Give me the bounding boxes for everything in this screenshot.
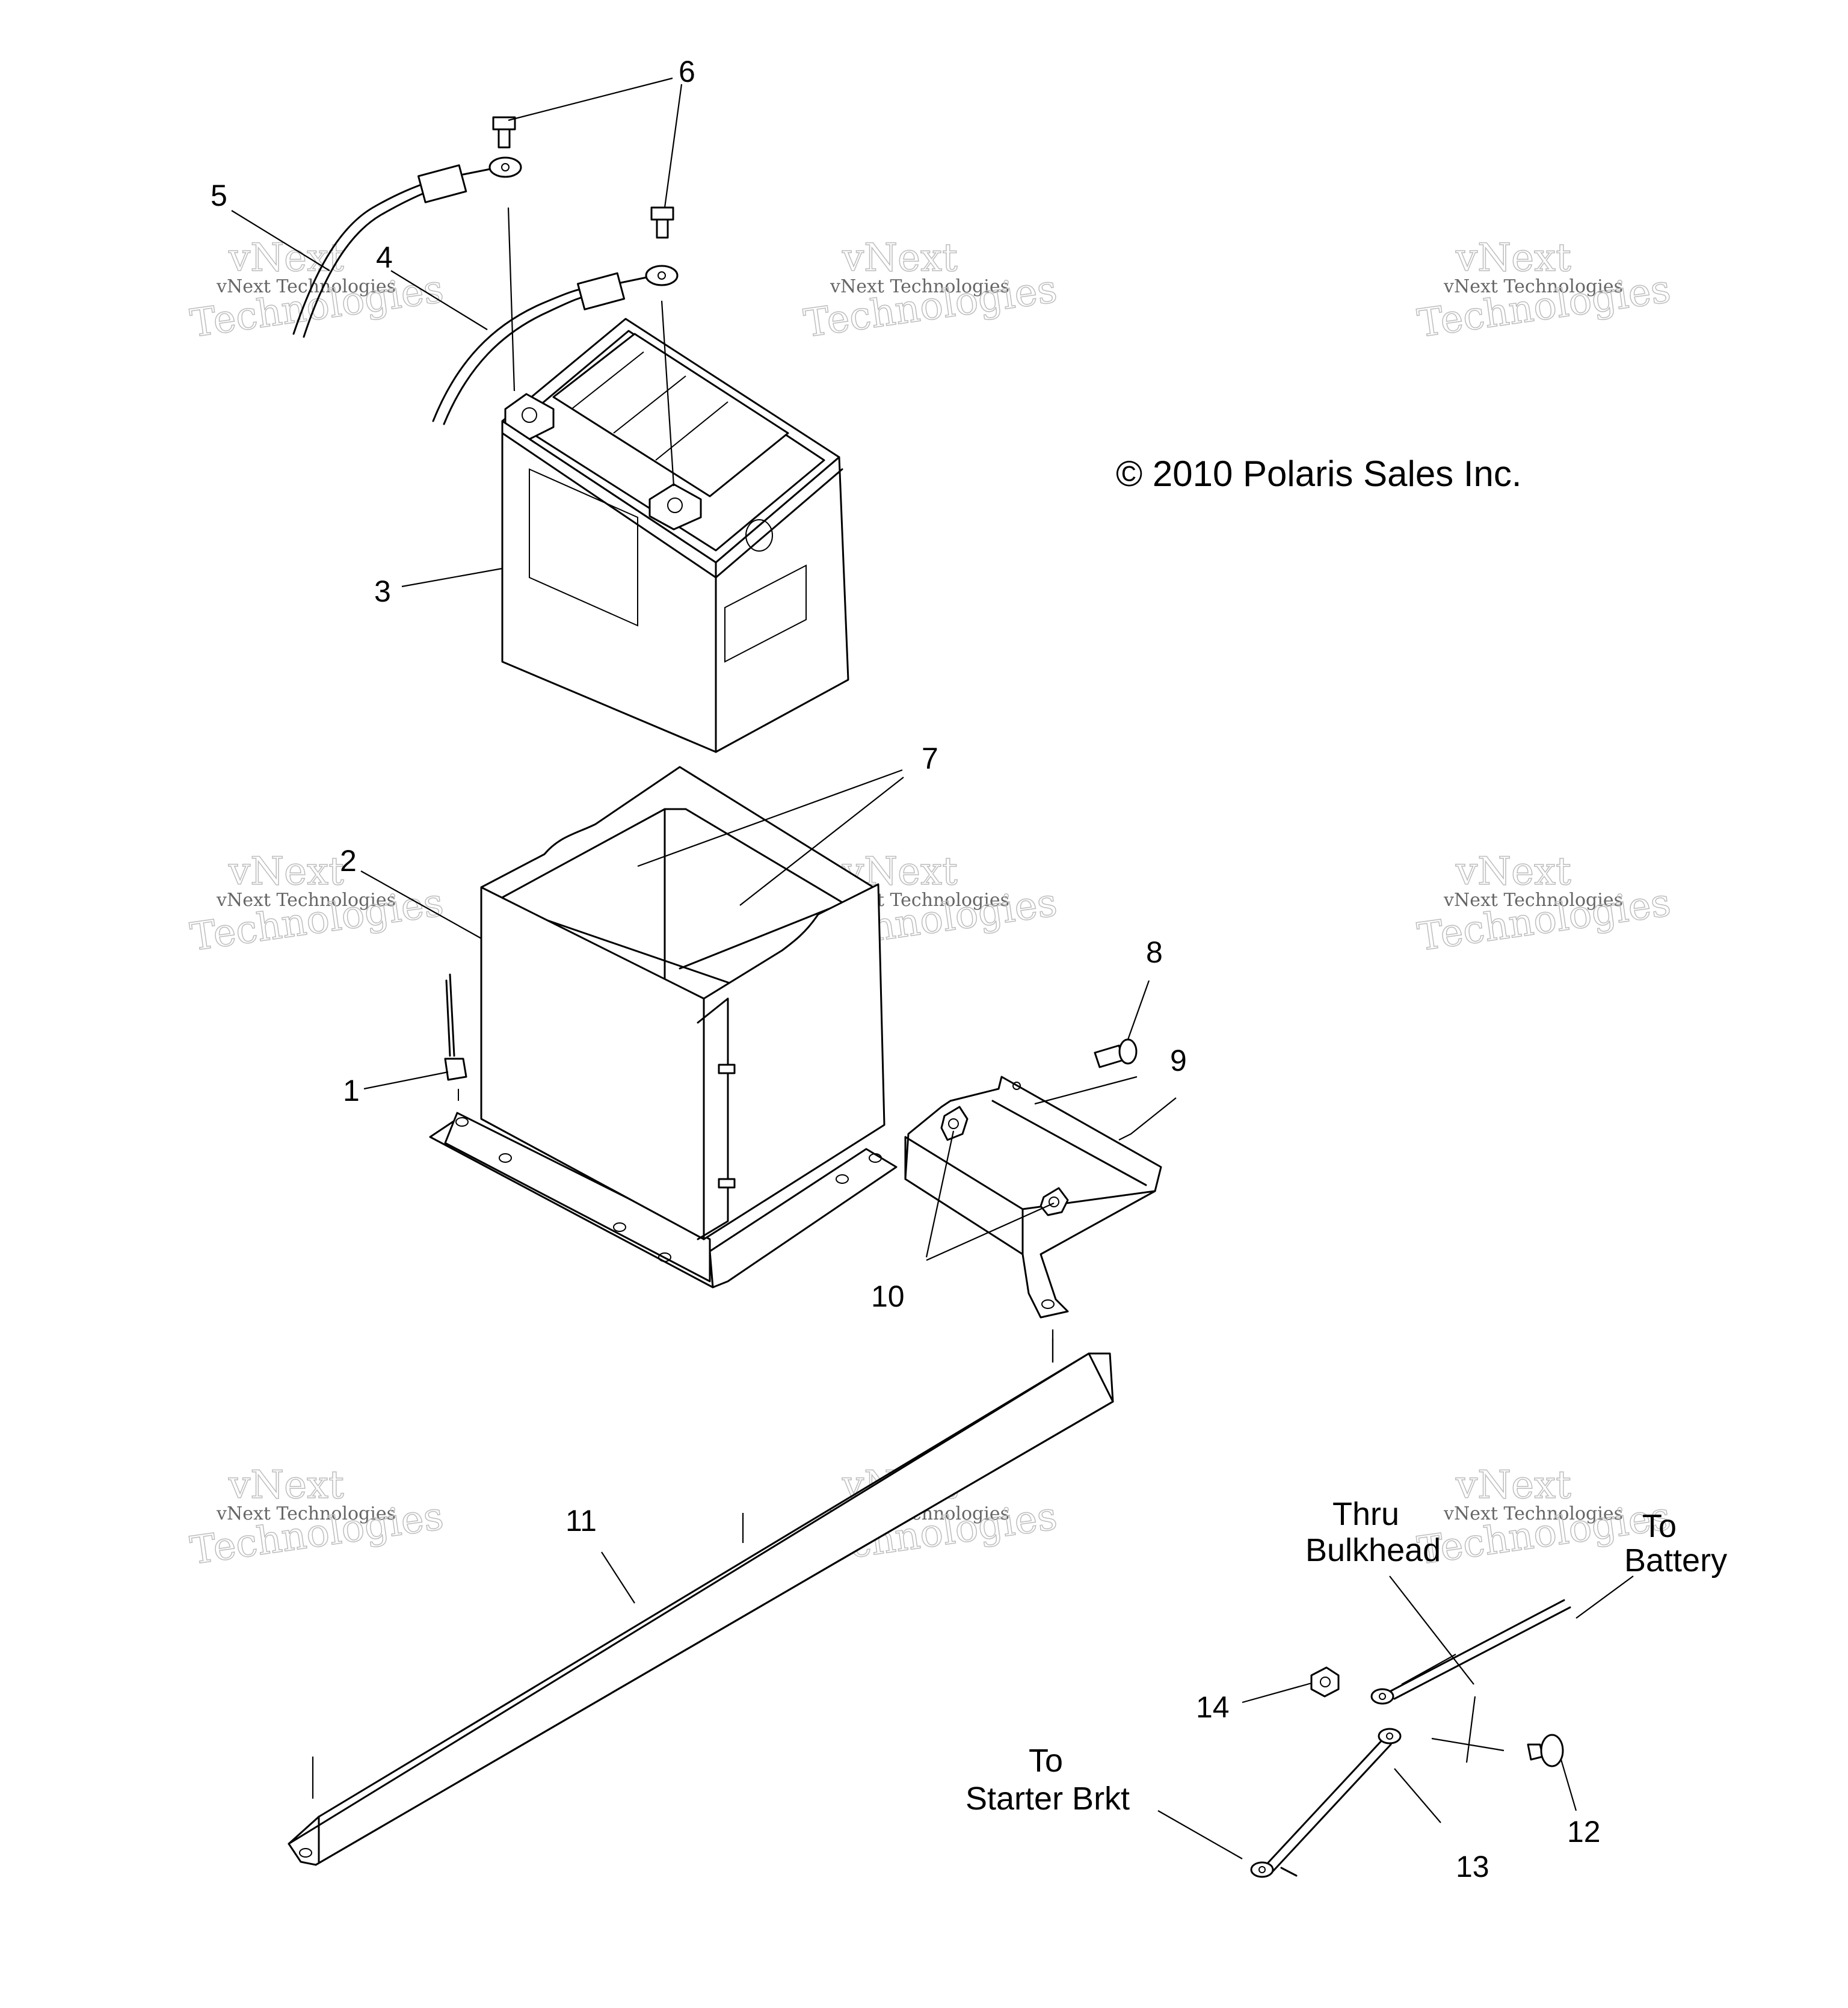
watermark-text: vNext Technologies [216,1503,396,1524]
watermark-text: vNext [1455,849,1571,894]
watermark: vNext vNext Technologies Technologies [801,235,1060,346]
callout-9: 9 [1170,1044,1187,1077]
watermark-text: vNext [1455,236,1571,280]
note-to-battery-2: Battery [1624,1542,1727,1578]
note-thru: Thru [1332,1496,1399,1532]
part-10-nuts [940,1106,1069,1216]
watermark: vNext vNext Technologies Technologies [1414,235,1674,346]
watermark-text: vNext [842,236,958,280]
callout-6: 6 [679,55,695,88]
watermark-text: vNext [228,1463,344,1508]
thru-bulkhead-cable [1370,1599,1571,1763]
watermarks: vNext vNext Technologies Technologies vN… [187,235,1674,1574]
callout-11: 11 [565,1504,597,1538]
watermark: vNext vNext Technologies Technologies [187,849,446,960]
watermark-text: vNext Technologies [216,890,396,911]
callout-10: 10 [871,1280,905,1313]
part-9-bracket [904,1076,1162,1319]
callout-3: 3 [374,574,391,608]
part-12-clip [1527,1734,1564,1767]
part-3-battery [501,318,849,753]
callout-12: 12 [1567,1815,1601,1849]
part-8-bolt [1094,1038,1138,1068]
callout-8: 8 [1146,935,1163,969]
part-5-cable [292,156,522,338]
callout-14: 14 [1196,1690,1230,1724]
note-to-battery-1: To [1642,1508,1677,1544]
watermark-text: vNext Technologies [216,276,396,297]
callout-2: 2 [340,844,357,878]
callout-4: 4 [376,241,393,274]
watermark-text: vNext [1455,1463,1571,1508]
callout-7: 7 [922,742,938,775]
note-bulkhead: Bulkhead [1305,1532,1441,1568]
part-14-nut [1310,1666,1340,1698]
part-6-bolts [492,116,674,239]
part-2-battery-box [429,766,898,1289]
leader-lines [231,77,1634,1859]
watermark: vNext vNext Technologies Technologies [1414,849,1674,960]
copyright-text: © 2010 Polaris Sales Inc. [1116,454,1522,494]
note-to-starter-2: Starter Brkt [966,1781,1130,1817]
watermark-text: vNext [228,236,344,280]
watermark-text: vNext Technologies [1443,1503,1623,1524]
callout-13: 13 [1456,1850,1489,1883]
part-11-rail [288,1329,1114,1866]
callout-1: 1 [343,1074,360,1107]
watermark: vNext vNext Technologies Technologies [187,1462,446,1574]
part-4-cable [432,265,679,425]
watermark: vNext vNext Technologies Technologies [187,235,446,346]
part-13-cable [1250,1728,1402,1878]
watermark-text: vNext [228,849,344,894]
watermark-text: vNext Technologies [1443,276,1623,297]
callout-5: 5 [211,179,227,212]
watermark-text: vNext Technologies [830,276,1009,297]
notes: Thru Bulkhead To Battery To Starter Brkt [966,1496,1727,1817]
callouts: 5 4 6 3 7 2 1 8 9 10 11 14 12 13 [211,55,1601,1883]
part-1-stud [444,973,467,1101]
note-to-starter-1: To [1029,1743,1063,1779]
watermark-text: vNext Technologies [1443,890,1623,911]
